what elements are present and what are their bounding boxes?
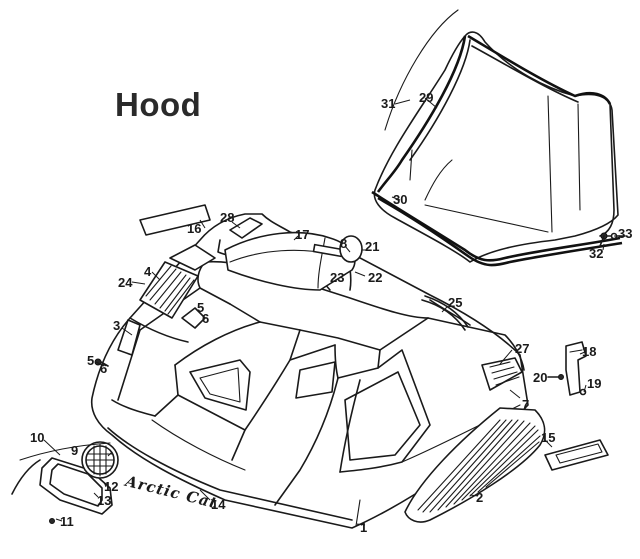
callout-30: 30 — [393, 192, 408, 207]
callout-28: 28 — [220, 210, 235, 225]
callout-2: 2 — [476, 490, 484, 505]
bracket-28 — [229, 217, 263, 239]
headlight-assembly — [11, 441, 119, 524]
callout-27: 27 — [515, 341, 530, 356]
callout-12: 12 — [104, 479, 119, 494]
callout-29: 29 — [419, 90, 434, 105]
callout-1: 1 — [360, 520, 368, 535]
callout-10: 10 — [30, 430, 45, 445]
callout-25: 25 — [448, 295, 463, 310]
callout-13: 13 — [97, 493, 112, 508]
small-vent-27 — [481, 357, 523, 391]
callout-21: 21 — [365, 239, 380, 254]
callout-5-upper: 5 — [197, 300, 205, 315]
hinge-bracket — [547, 341, 587, 396]
decal-strip — [139, 204, 211, 236]
callout-3: 3 — [113, 318, 121, 333]
callout-18: 18 — [582, 344, 597, 359]
side-vent-grille — [139, 244, 216, 319]
callout-22: 22 — [368, 270, 383, 285]
trim-strip-25 — [421, 295, 469, 331]
callout-6-upper: 6 — [202, 311, 210, 326]
callout-23: 23 — [330, 270, 345, 285]
front-edge-line — [19, 442, 111, 461]
model-decal — [544, 439, 609, 471]
callout-31: 31 — [381, 96, 396, 111]
callout-24: 24 — [118, 275, 133, 290]
leader-lines — [43, 97, 617, 526]
callout-33: 33 — [618, 226, 633, 241]
callout-19: 19 — [587, 376, 602, 391]
callout-7: 7 — [522, 397, 530, 412]
windshield — [371, 9, 623, 267]
side-grille — [404, 407, 546, 523]
callout-17: 17 — [295, 227, 310, 242]
callout-16: 16 — [187, 221, 202, 236]
callout-5: 5 — [87, 353, 95, 368]
gas-cap — [339, 235, 363, 263]
callout-15: 15 — [541, 430, 556, 445]
callout-20: 20 — [533, 370, 548, 385]
callout-32: 32 — [589, 246, 604, 261]
callout-14: 14 — [211, 497, 226, 512]
callout-4: 4 — [144, 264, 152, 279]
diagram-title: Hood — [115, 86, 202, 123]
callout-8: 8 — [340, 236, 348, 251]
callout-6: 6 — [100, 361, 108, 376]
callout-9: 9 — [71, 443, 79, 458]
callout-11: 11 — [60, 514, 74, 529]
